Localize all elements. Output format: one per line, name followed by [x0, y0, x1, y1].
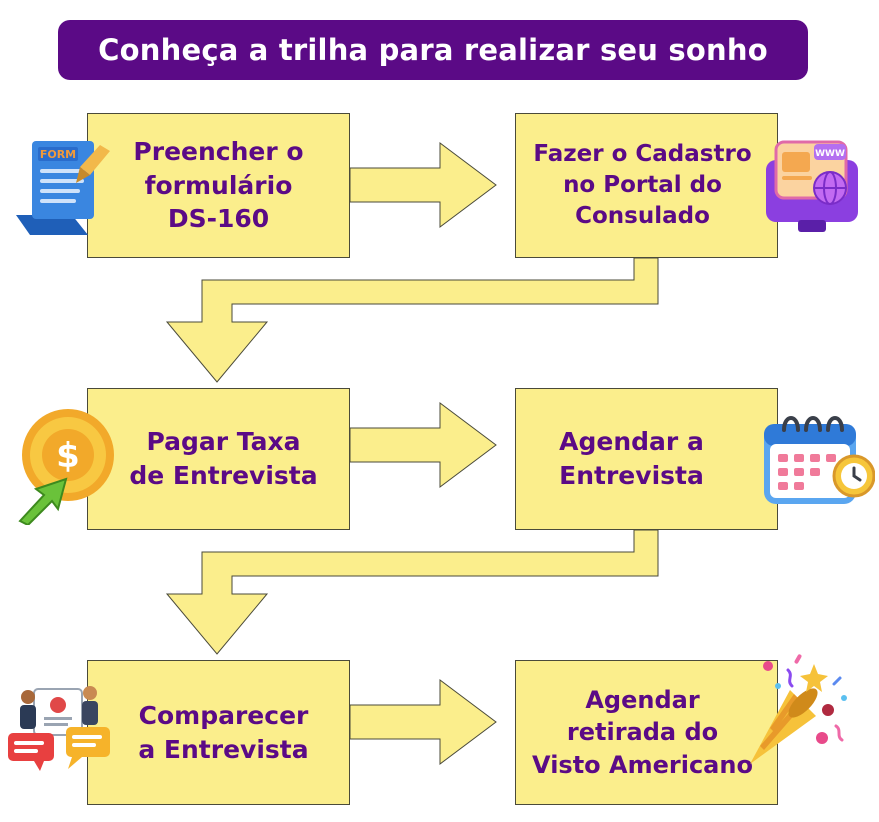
interview-people-icon: [8, 686, 110, 771]
step-pay-fee: Pagar Taxa de Entrevista: [87, 388, 350, 530]
dollar-sign: $: [56, 436, 80, 476]
arrow-right-row1: [349, 142, 497, 228]
step-attend-interview: Comparecer a Entrevista: [87, 660, 350, 805]
page-title: Conheça a trilha para realizar seu sonho: [58, 20, 808, 80]
arrow-down-row2-to-row3: [165, 529, 659, 655]
web-portal-icon-label: WWW: [815, 149, 845, 159]
web-portal-icon: WWW: [766, 140, 858, 232]
step-consulate-registration: Fazer o Cadastro no Portal do Consulado: [515, 113, 778, 258]
form-icon: FORM: [16, 141, 110, 235]
calendar-clock-icon: [764, 416, 875, 504]
step-fill-ds160: Preencher o formulário DS-160: [87, 113, 350, 258]
arrow-right-row3: [349, 679, 497, 765]
party-popper-icon: [750, 654, 847, 764]
step-schedule-visa-pickup: Agendar retirada do Visto Americano: [515, 660, 778, 805]
arrow-right-row2: [349, 402, 497, 488]
step-schedule-interview: Agendar a Entrevista: [515, 388, 778, 530]
form-icon-label: FORM: [40, 148, 76, 161]
dollar-coin-icon: $: [18, 409, 114, 525]
arrow-down-row1-to-row2: [165, 257, 659, 383]
